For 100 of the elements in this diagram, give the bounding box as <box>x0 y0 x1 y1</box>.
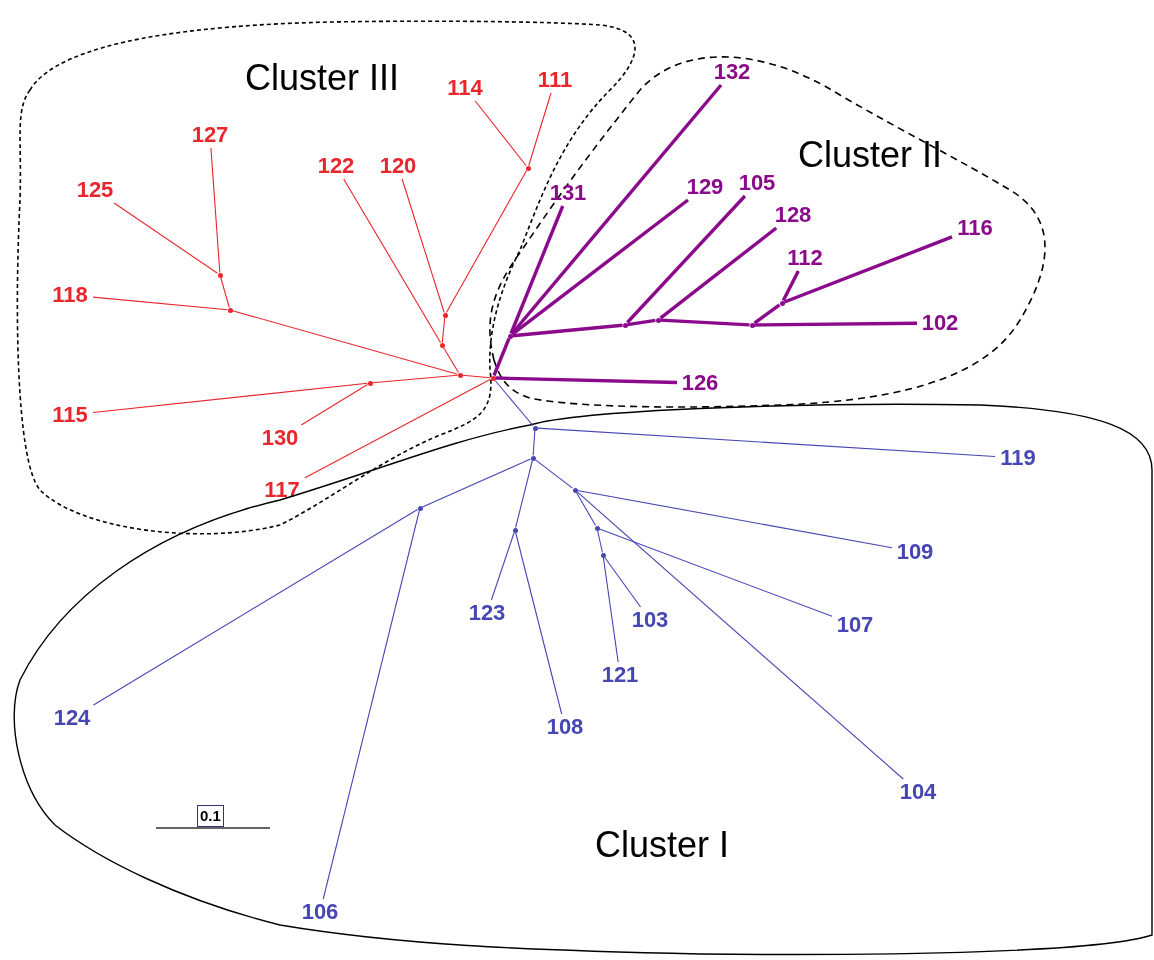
taxon-label: 108 <box>546 714 584 739</box>
tree-branch <box>92 296 229 311</box>
branch-point <box>439 342 445 348</box>
tree-branch <box>511 198 690 336</box>
taxon-label: 103 <box>631 607 669 632</box>
tree-branch <box>536 427 996 458</box>
tree-branch <box>304 378 492 479</box>
branch-point <box>655 317 661 323</box>
taxon-label: 132 <box>713 59 751 84</box>
taxon-label: 129 <box>686 174 724 199</box>
tree-branch <box>421 458 532 508</box>
tree-branch <box>626 194 747 324</box>
taxon-label: 130 <box>261 425 299 450</box>
taxon-label: 122 <box>317 153 355 178</box>
branch-point <box>457 372 463 378</box>
tree-branch <box>532 429 536 457</box>
branch-point <box>594 525 600 531</box>
branch-point <box>622 322 628 328</box>
tree-branch <box>494 379 534 427</box>
taxon-label: 126 <box>681 370 719 395</box>
tree-branch <box>220 276 230 309</box>
tree-branch <box>515 459 533 529</box>
tree-branch <box>575 491 597 527</box>
tree-branch <box>322 509 420 900</box>
tree-branch <box>659 226 778 320</box>
branch-point <box>530 455 536 461</box>
branch-point <box>779 300 785 306</box>
tree-branch <box>597 529 603 554</box>
tree-branch <box>210 147 221 274</box>
tree-branch <box>781 270 800 302</box>
tree-branch <box>442 346 460 374</box>
branch-point <box>749 322 755 328</box>
tree-branch <box>512 323 623 338</box>
taxon-label: 125 <box>76 177 114 202</box>
branch-point <box>227 307 233 313</box>
tree-branch <box>754 321 918 327</box>
taxon-label: 107 <box>836 612 874 637</box>
tree-branch <box>604 556 642 608</box>
branch-point <box>490 375 496 381</box>
tree-branch <box>627 318 656 327</box>
taxon-label: 123 <box>468 600 506 625</box>
branch-point <box>367 380 373 386</box>
taxon-label: 109 <box>896 539 934 564</box>
cluster-title: Cluster I <box>595 824 729 866</box>
tree-branch <box>441 316 446 344</box>
taxon-label: 128 <box>774 202 812 227</box>
tree-branch <box>492 337 511 377</box>
tree-branch <box>371 374 459 384</box>
tree-branch <box>534 459 574 489</box>
taxon-label: 114 <box>447 75 483 100</box>
tree-branch <box>300 383 369 426</box>
branch-point <box>572 487 578 493</box>
taxon-label: 112 <box>787 245 823 270</box>
tree-branch <box>495 376 678 385</box>
taxon-label: 115 <box>52 402 88 427</box>
tree-branch <box>231 310 459 375</box>
taxon-label: 117 <box>264 477 300 502</box>
taxon-label: 120 <box>379 153 417 178</box>
tree-branch <box>445 169 528 314</box>
tree-branch <box>598 528 833 617</box>
tree-branch <box>528 92 552 167</box>
tree-branch <box>515 531 563 715</box>
scale-label: 0.1 <box>197 805 224 827</box>
tree-branch <box>490 531 515 601</box>
branch-point <box>512 527 518 533</box>
taxon-label: 116 <box>957 215 993 240</box>
taxon-label: 111 <box>537 67 573 92</box>
tree-branch <box>92 382 369 414</box>
taxon-label: 106 <box>301 899 339 924</box>
taxon-label: 105 <box>738 170 776 195</box>
branch-point <box>442 312 448 318</box>
branch-point <box>217 272 223 278</box>
branch-point <box>507 333 513 339</box>
tree-branch <box>509 205 565 335</box>
taxon-label: 104 <box>899 779 937 804</box>
tree-branch <box>401 178 445 314</box>
tree-branch <box>461 374 492 379</box>
taxon-label: 127 <box>191 122 229 147</box>
taxon-label: 119 <box>1000 445 1036 470</box>
tree-branch <box>343 178 442 344</box>
tree-branch <box>93 508 419 706</box>
tree-branch <box>602 556 619 663</box>
taxon-label: 102 <box>921 310 959 335</box>
cluster-title: Cluster II <box>798 134 942 176</box>
taxon-label: 121 <box>601 662 639 687</box>
branch-point <box>417 505 423 511</box>
branch-point <box>532 425 538 431</box>
cluster-title: Cluster III <box>245 57 399 99</box>
tree-branch <box>753 303 781 325</box>
tree-branch <box>576 491 904 780</box>
tree-branch <box>510 83 723 335</box>
tree-branch <box>660 318 750 327</box>
branch-point <box>600 552 606 558</box>
tree-branch <box>576 489 893 549</box>
branch-point <box>525 165 531 171</box>
taxon-label: 118 <box>52 282 88 307</box>
tree-branch <box>113 202 219 274</box>
tree-branch <box>783 235 953 304</box>
taxon-label: 131 <box>549 180 587 205</box>
taxon-label: 124 <box>53 705 91 730</box>
